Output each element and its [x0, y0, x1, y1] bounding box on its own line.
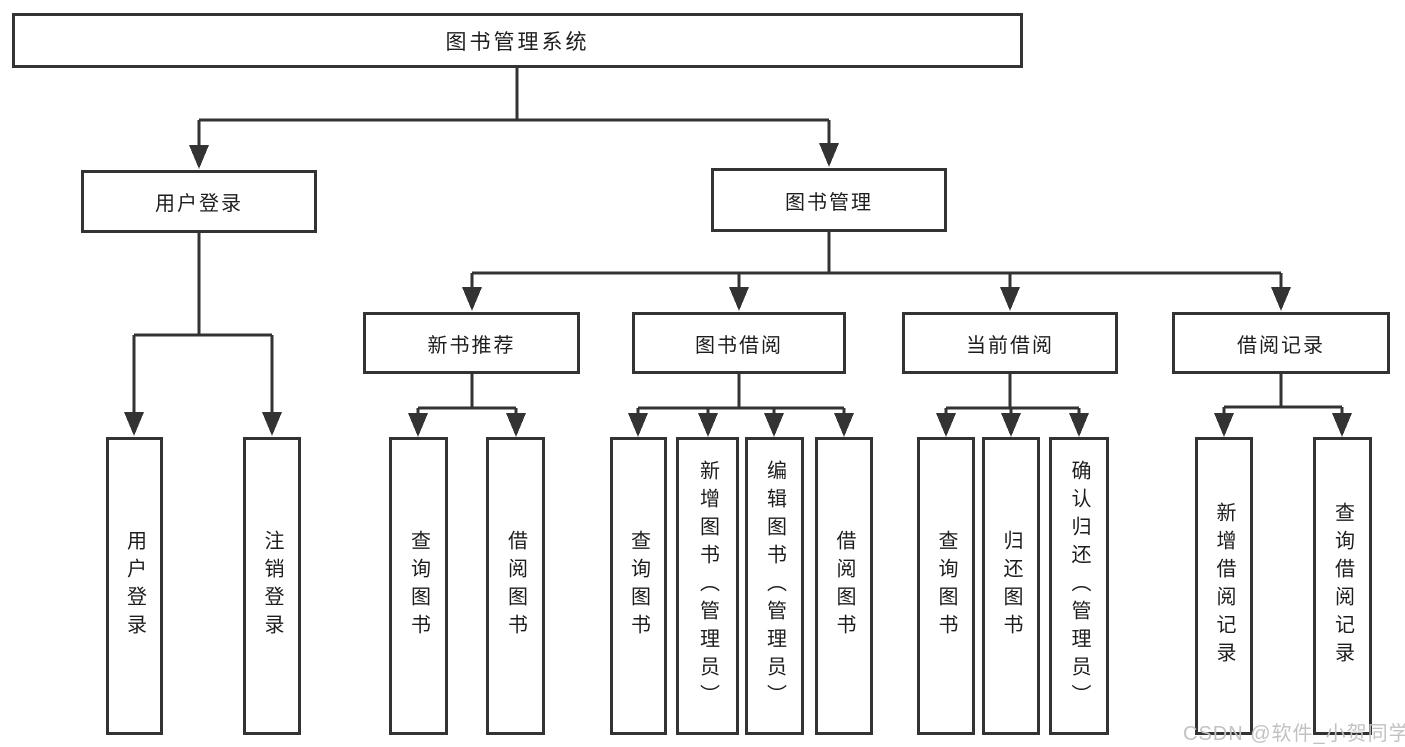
leaf-label: 确认归还（管理员）: [1068, 460, 1090, 712]
arrowhead: [1069, 413, 1089, 437]
leaf-label: 用户登录: [123, 530, 146, 642]
leaf-label: 注销登录: [261, 530, 283, 642]
arrowhead: [628, 413, 648, 437]
csdn-watermark: CSDN @软件_小贺同学: [1183, 723, 1405, 745]
arrowhead: [729, 287, 749, 311]
leaf-current-query-books: 查询图书: [917, 437, 975, 735]
arrowhead: [408, 413, 428, 437]
arrowhead: [1332, 413, 1352, 437]
leaf-newrec-query-books: 查询图书: [389, 437, 448, 735]
node-system-root: 图书管理系统: [12, 13, 1023, 68]
node-new-book-recommend: 新书推荐: [363, 312, 580, 374]
leaf-borrow-add-books-admin: 新增图书（管理员）: [676, 437, 739, 735]
leaf-current-return-books: 归还图书: [982, 437, 1040, 735]
leaf-borrow-query-books: 查询图书: [610, 437, 667, 735]
leaf-label: 新增图书（管理员）: [696, 460, 719, 712]
arrowhead: [936, 413, 956, 437]
node-user-login-group: 用户登录: [81, 170, 317, 233]
arrowhead: [1000, 287, 1020, 311]
leaf-newrec-borrow-books: 借阅图书: [486, 437, 545, 735]
leaf-borrow-borrow-books: 借阅图书: [815, 437, 873, 735]
arrowhead: [124, 412, 144, 436]
leaf-label: 编辑图书（管理员）: [763, 460, 786, 712]
leaf-label: 新增借阅记录: [1213, 502, 1235, 670]
leaf-label: 查询借阅记录: [1331, 502, 1354, 670]
leaf-label: 归还图书: [1000, 530, 1022, 642]
arrowhead: [1214, 413, 1234, 437]
arrowhead: [262, 412, 282, 436]
arrowhead: [764, 413, 784, 437]
leaf-label: 查询图书: [935, 530, 957, 642]
arrowhead: [1271, 287, 1291, 311]
arrowhead: [1001, 413, 1021, 437]
leaf-logout: 注销登录: [243, 437, 301, 735]
node-book-borrowing: 图书借阅: [632, 312, 846, 374]
arrowhead: [506, 413, 526, 437]
arrowhead: [462, 287, 482, 311]
leaf-label: 查询图书: [407, 530, 430, 642]
arrowhead: [834, 413, 854, 437]
arrowhead: [819, 143, 839, 167]
node-borrowing-records: 借阅记录: [1172, 312, 1390, 374]
arrowhead: [698, 413, 718, 437]
leaf-label: 借阅图书: [504, 530, 527, 642]
arrowhead: [189, 145, 209, 169]
leaf-borrow-edit-books-admin: 编辑图书（管理员）: [745, 437, 804, 735]
leaf-user-login: 用户登录: [106, 437, 163, 735]
node-book-management: 图书管理: [711, 168, 947, 232]
leaf-label: 借阅图书: [833, 530, 855, 642]
leaf-current-confirm-return-admin: 确认归还（管理员）: [1049, 437, 1109, 735]
leaf-label: 查询图书: [627, 530, 650, 642]
leaf-records-add-record: 新增借阅记录: [1195, 437, 1253, 735]
node-current-borrowing: 当前借阅: [902, 312, 1118, 374]
leaf-records-query-record: 查询借阅记录: [1313, 437, 1372, 735]
